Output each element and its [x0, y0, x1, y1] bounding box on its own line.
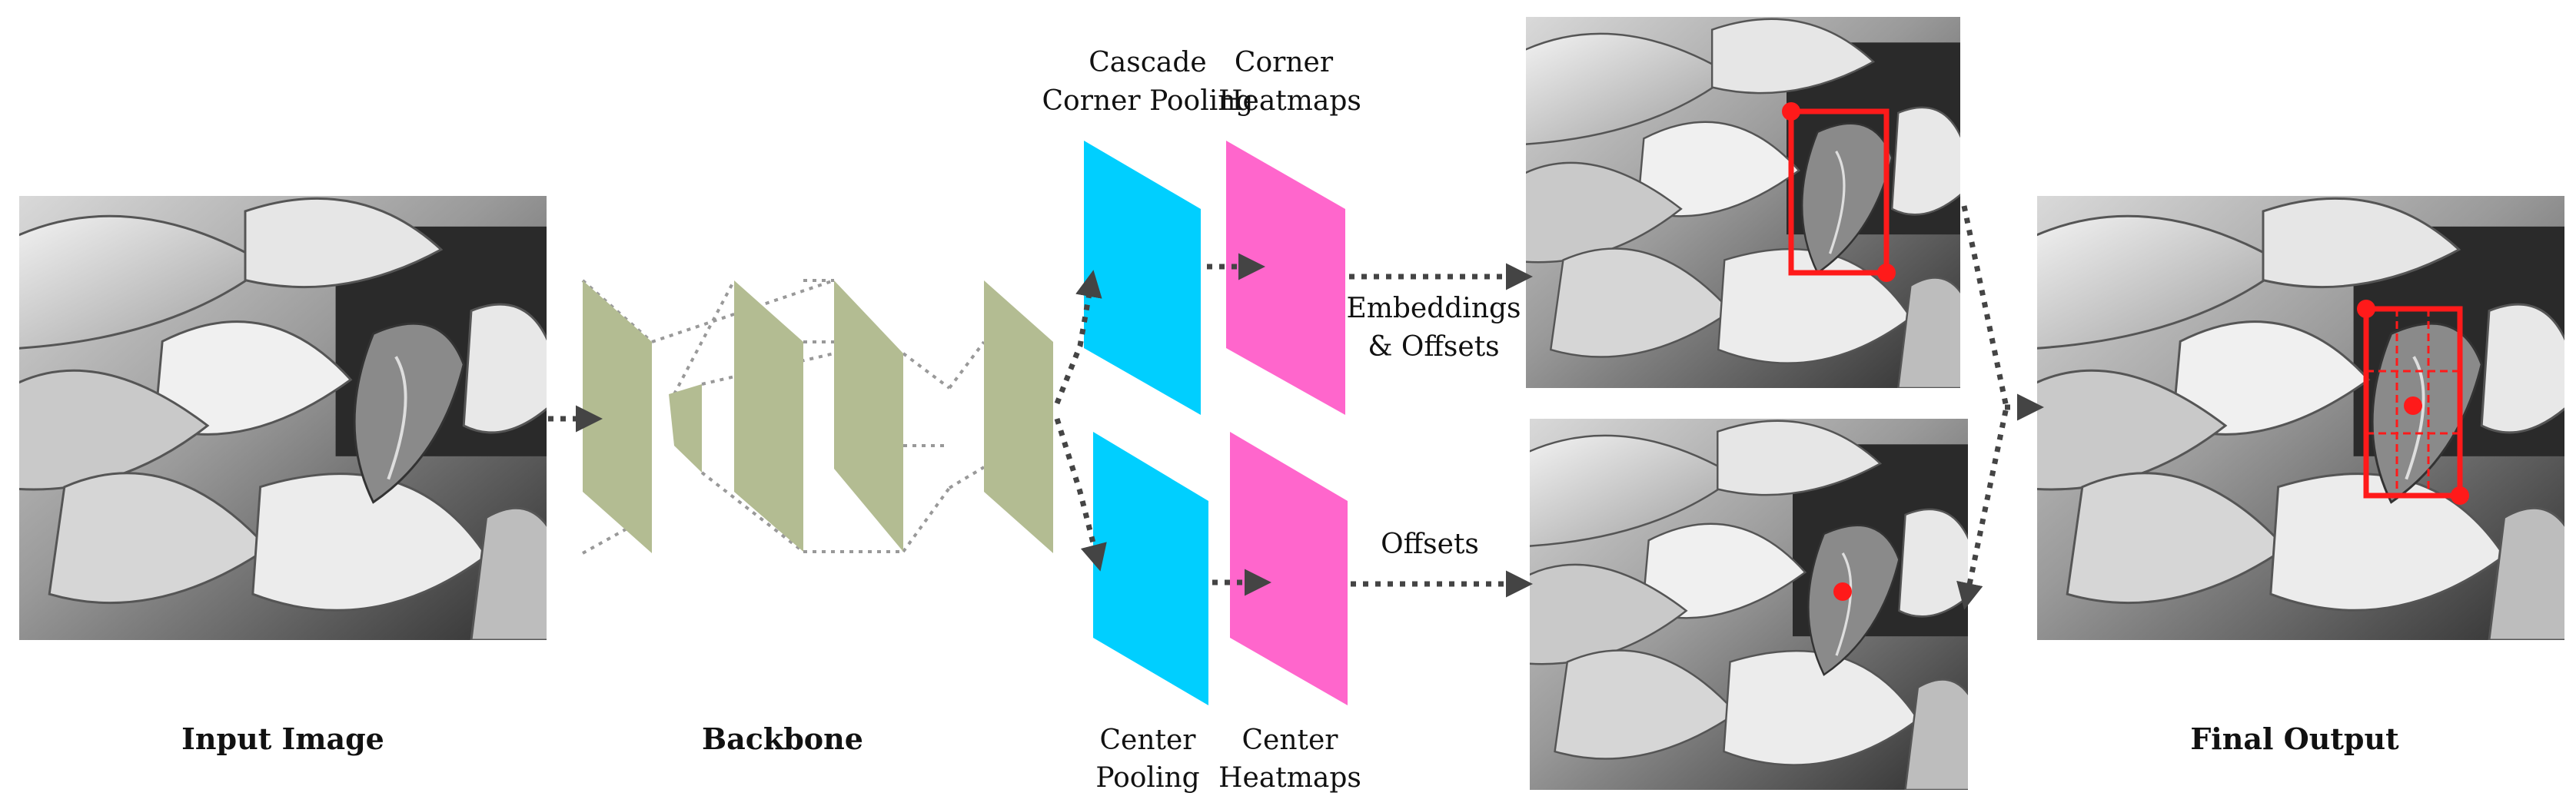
offsets-label: Offsets	[1381, 529, 1479, 560]
corner-detection-image	[1526, 17, 1960, 388]
backbone-layer-2	[669, 384, 702, 473]
backbone-layer-3	[734, 280, 803, 552]
backbone	[581, 279, 1053, 555]
final-output-image	[2037, 196, 2564, 640]
arrow-to-final-output	[1956, 205, 2009, 610]
final-output-label: Final Output	[2190, 721, 2399, 756]
arrow-backbone-to-corner-pooling	[1054, 270, 1102, 405]
flow-arrows	[548, 205, 2044, 610]
bottom-right-corner-point	[1877, 264, 1896, 282]
final-center-point	[2404, 396, 2422, 415]
center-heatmaps-label-line2: Heatmaps	[1218, 762, 1361, 794]
cascade-corner-pooling-label-line1: Cascade	[1089, 47, 1206, 78]
center-pooling-layer	[1093, 432, 1208, 705]
embeddings-offsets-label-line2: & Offsets	[1368, 331, 1499, 363]
embeddings-offsets-label-line1: Embeddings	[1346, 293, 1521, 324]
cascade-corner-pooling-layer	[1084, 141, 1201, 415]
center-region-grid	[2366, 309, 2460, 496]
backbone-layer-4	[834, 280, 903, 552]
final-top-left-point	[2357, 300, 2375, 318]
final-bounding-box	[2363, 306, 2463, 499]
top-left-corner-point	[1782, 102, 1800, 121]
arrow-backbone-to-center-pooling	[1054, 417, 1107, 572]
center-pooling-label-line2: Pooling	[1095, 762, 1199, 794]
center-keypoint	[1833, 582, 1852, 601]
backbone-label: Backbone	[702, 721, 863, 756]
corner-heatmaps-layer	[1226, 141, 1345, 415]
input-image	[19, 196, 547, 640]
center-detection-image	[1530, 419, 1968, 790]
center-heatmaps-layer	[1230, 432, 1348, 705]
backbone-layer-1	[583, 280, 652, 553]
corner-heatmaps-label-line2: Heatmaps	[1218, 85, 1361, 117]
corner-bounding-box	[1788, 108, 1890, 276]
input-image-label: Input Image	[181, 721, 384, 756]
cascade-corner-pooling-label-line2: Corner Pooling	[1042, 85, 1254, 117]
corner-heatmaps-label-line1: Corner	[1235, 47, 1334, 78]
final-bottom-right-point	[2451, 486, 2469, 505]
center-heatmaps-label-line1: Center	[1241, 725, 1338, 756]
backbone-layer-5	[984, 280, 1053, 553]
center-pooling-label-line1: Center	[1099, 725, 1196, 756]
